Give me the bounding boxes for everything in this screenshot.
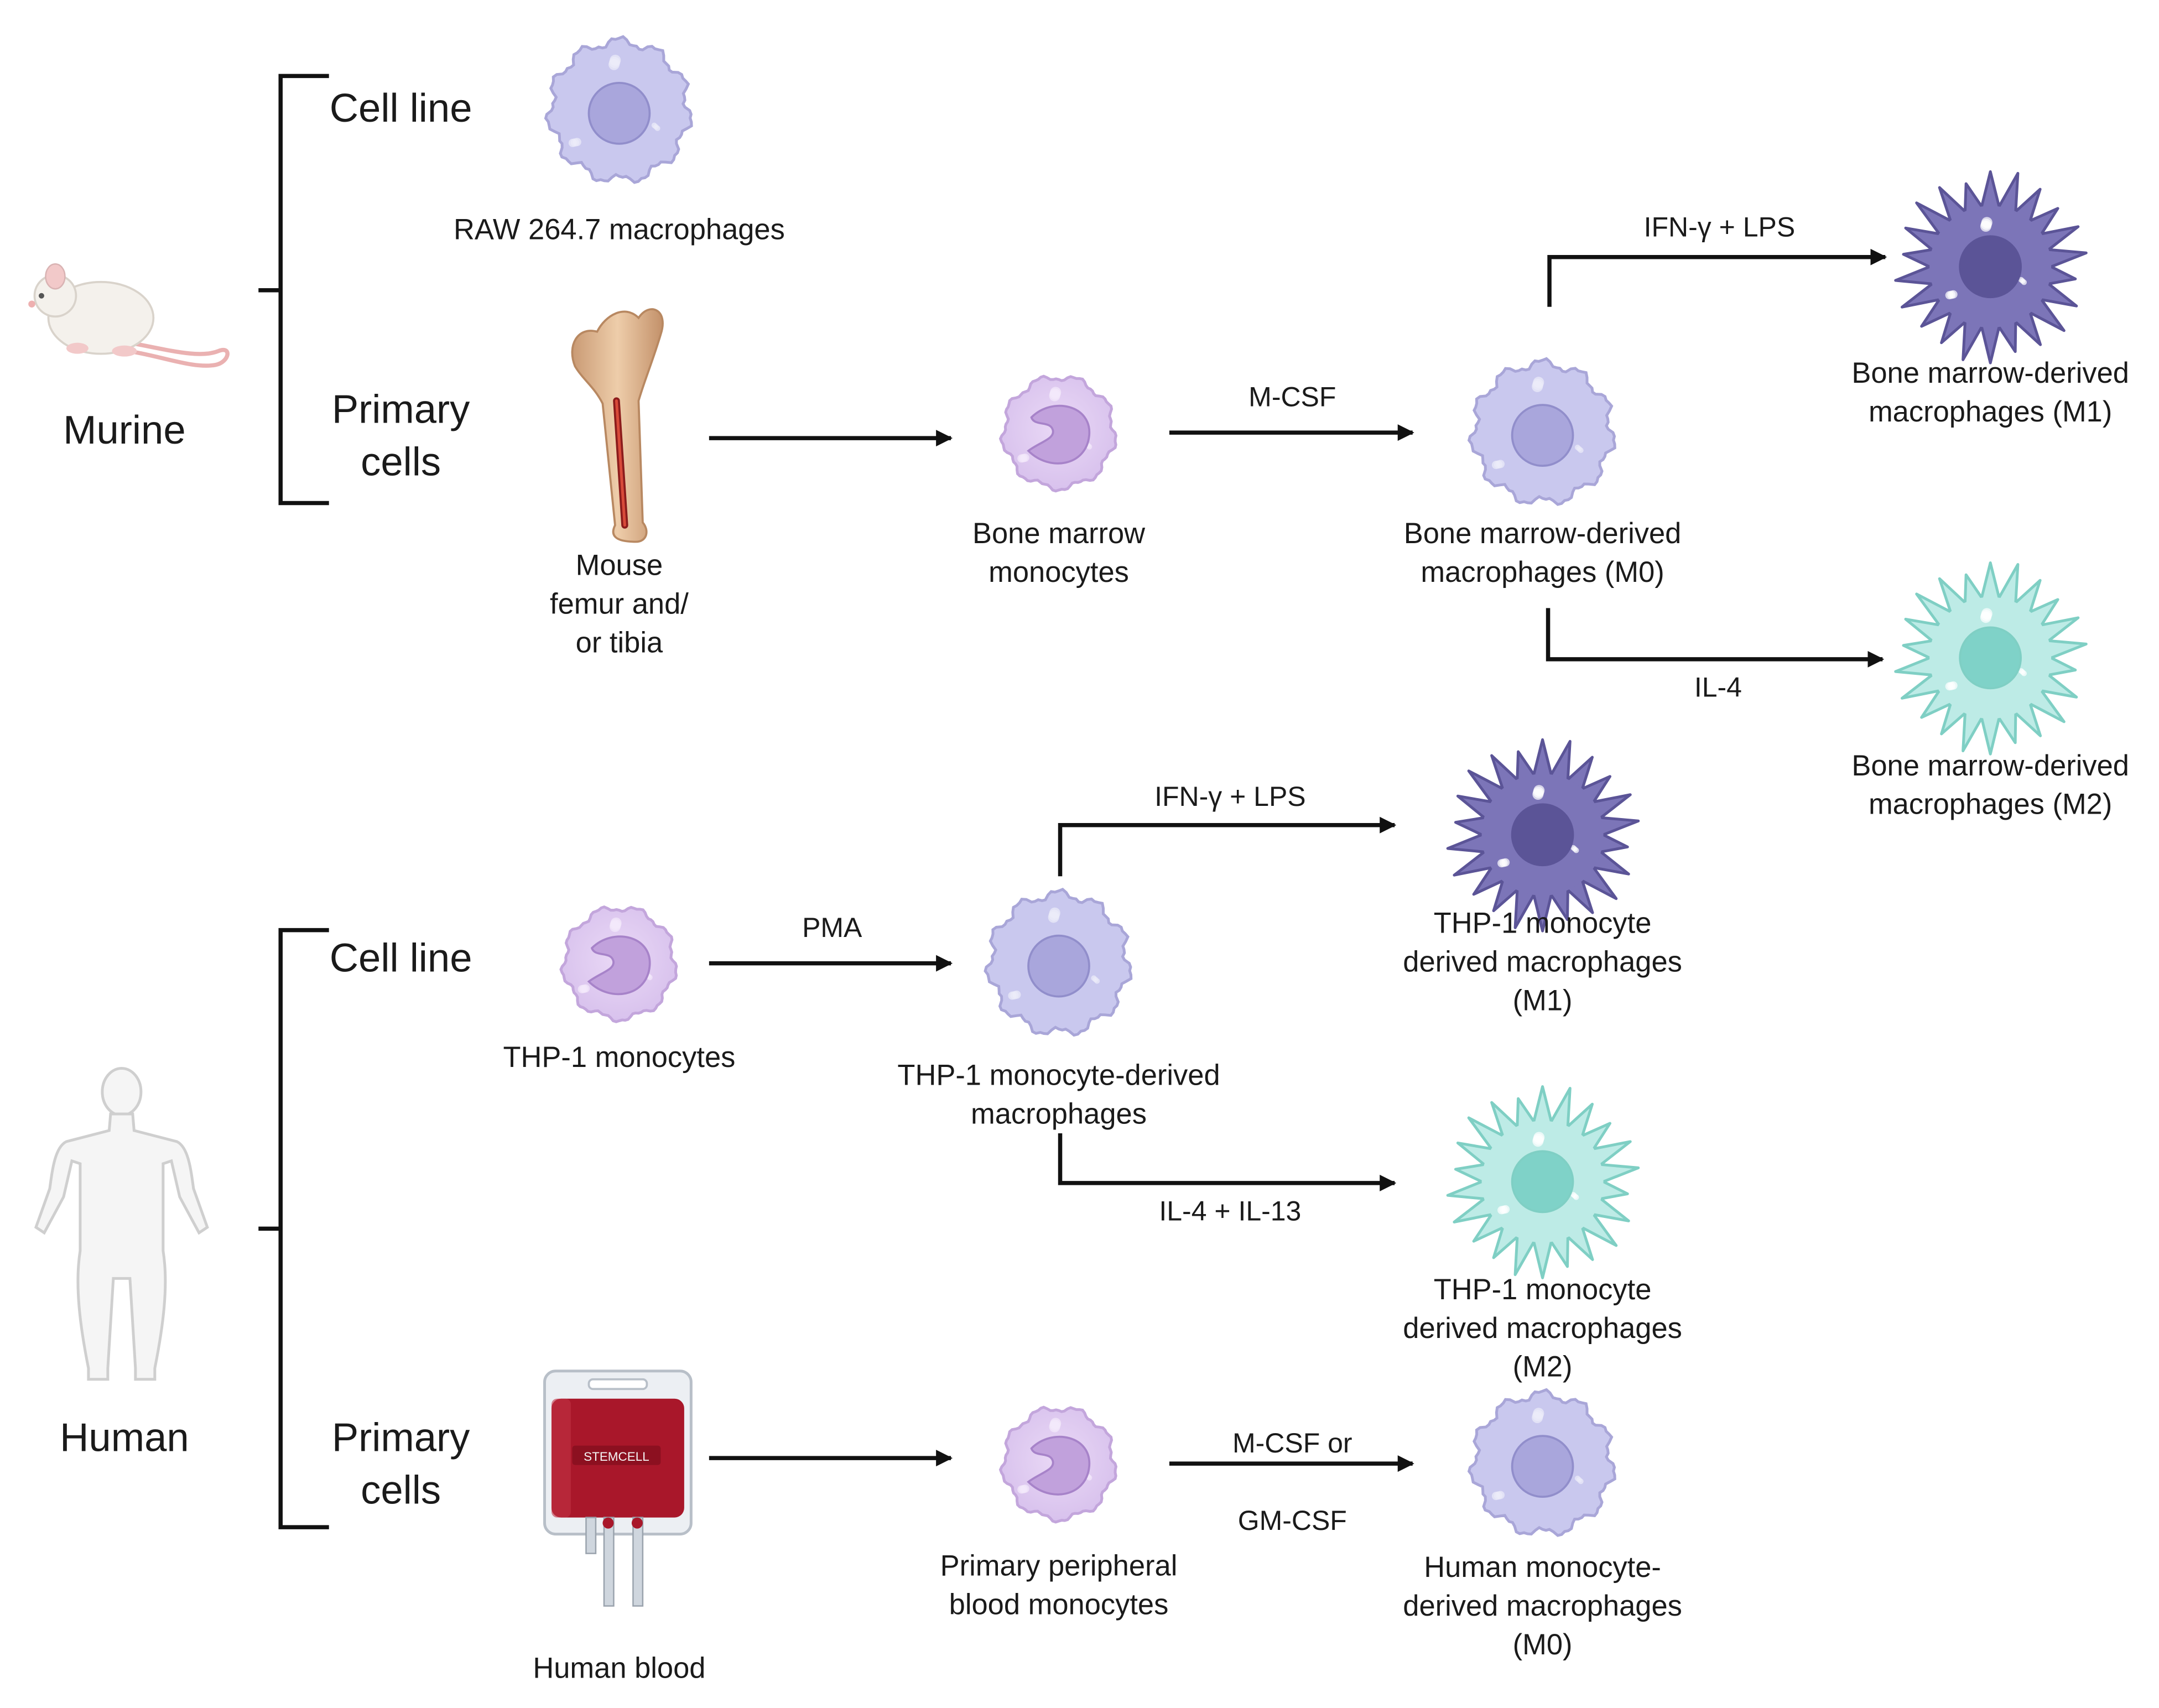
label-line: Human blood xyxy=(533,1653,706,1685)
thp1-macrophage-icon xyxy=(984,888,1133,1037)
human-m0-macrophage-icon xyxy=(1467,1388,1616,1537)
mouse-icon xyxy=(28,263,230,368)
human-primary-cells-label: Primary cells xyxy=(332,1413,470,1518)
thp1-monocyte-icon xyxy=(559,905,678,1023)
thp1-monocytes-label: THP-1 monocytes xyxy=(503,1039,735,1078)
bm-m2-arrow-label: IL-4 xyxy=(1694,673,1742,704)
mcsf-arrow-label: M-CSF xyxy=(1248,383,1336,414)
human-m0-label: Human monocyte-derived macrophages (M0) xyxy=(1403,1549,1682,1665)
label-line: cells xyxy=(361,1469,441,1514)
human-blood-label: Human blood xyxy=(533,1650,705,1689)
pb-monocyte-icon xyxy=(998,1405,1118,1524)
label-line: GM-CSF xyxy=(1237,1506,1347,1537)
murine-primary-cells-label: Primary cells xyxy=(332,384,470,490)
thp1-m2-arrow xyxy=(1058,1133,1397,1191)
thp1-macrophages-label: THP-1 monocyte-derived macrophages xyxy=(897,1058,1220,1135)
label-line: M-CSF or xyxy=(1232,1429,1352,1460)
thp1-m1-label: THP-1 monocyte derived macrophages (M1) xyxy=(1403,905,1682,1022)
label-line: macrophages (M0) xyxy=(1421,556,1664,589)
human-bracket xyxy=(258,928,329,1529)
thp1-m2-arrow-label: IL-4 + IL-13 xyxy=(1159,1196,1302,1227)
label-line: THP-1 monocyte xyxy=(1433,1274,1652,1306)
label-line: cells xyxy=(361,441,441,486)
murine-cell-line-label: Cell line xyxy=(329,87,472,132)
thp1-m1-macrophage-icon xyxy=(1446,738,1640,933)
label-line: Primary peripheral xyxy=(940,1550,1178,1583)
label-line: monocytes xyxy=(989,556,1129,589)
pb-monocytes-label: Primary peripheral blood monocytes xyxy=(940,1548,1178,1626)
label-line: blood monocytes xyxy=(949,1589,1169,1621)
label-line: Bone marrow-derived xyxy=(1403,518,1682,550)
label-line: THP-1 monocyte-derived xyxy=(897,1060,1220,1092)
raw-macrophage-icon xyxy=(544,35,693,184)
raw-macrophages-label: RAW 264.7 macrophages xyxy=(454,211,785,250)
thp1-m1-arrow xyxy=(1058,816,1397,877)
pma-arrow-label: PMA xyxy=(802,913,862,944)
thp1-m2-macrophage-icon xyxy=(1446,1085,1640,1279)
label-line: (M0) xyxy=(1512,1629,1573,1662)
bm-m1-arrow-label: IFN-γ + LPS xyxy=(1643,212,1796,243)
murine-bracket xyxy=(258,74,329,506)
blood-bag-icon: STEMCELL xyxy=(543,1369,693,1607)
label-line: RAW 264.7 macrophages xyxy=(453,214,785,246)
bone-marrow-monocyte-icon xyxy=(998,374,1118,493)
bm-m1-arrow xyxy=(1547,248,1887,307)
label-line: THP-1 monocyte xyxy=(1433,908,1652,940)
thp1-m2-label: THP-1 monocyte derived macrophages (M2) xyxy=(1403,1272,1682,1388)
label-line: Primary xyxy=(331,388,470,433)
label-line: macrophages (M1) xyxy=(1868,397,2113,429)
bm-m0-label: Bone marrow-derived macrophages (M0) xyxy=(1404,515,1682,593)
label-line: femur and/ xyxy=(550,589,689,621)
blood-bag-brand-label: STEMCELL xyxy=(584,1450,649,1464)
label-line: or tibia xyxy=(575,627,663,659)
bone-marrow-monocytes-label: Bone marrow monocytes xyxy=(972,515,1145,593)
mouse-femur-label: Mouse femur and/or tibia xyxy=(550,547,689,663)
label-line: Primary xyxy=(331,1417,470,1461)
bm-m1-macrophage-icon xyxy=(1894,170,2088,364)
human-body-icon xyxy=(34,1067,209,1381)
label-line: macrophages xyxy=(971,1098,1147,1131)
label-line: (M2) xyxy=(1512,1351,1573,1384)
bm-m0-macrophage-icon xyxy=(1467,357,1616,506)
human-label: Human xyxy=(60,1417,189,1461)
label-line: Human monocyte- xyxy=(1424,1552,1661,1584)
label-line: Bone marrow xyxy=(972,518,1146,550)
label-line: derived macrophages xyxy=(1403,1591,1682,1623)
murine-label: Murine xyxy=(63,409,186,454)
human-mcsf-arrow-label: M-CSF or GM-CSF xyxy=(1232,1405,1352,1560)
bm-m2-arrow xyxy=(1546,608,1885,668)
label-line: macrophages (M2) xyxy=(1868,789,2113,821)
bm-m2-label: Bone marrow-derived macrophages (M2) xyxy=(1851,748,2129,825)
label-line: Bone marrow-derived xyxy=(1851,358,2129,390)
label-line: derived macrophages xyxy=(1403,946,1682,979)
bm-m1-label: Bone marrow-derived macrophages (M1) xyxy=(1851,355,2129,433)
thp1-m1-arrow-label: IFN-γ + LPS xyxy=(1154,782,1306,813)
label-line: THP-1 monocytes xyxy=(503,1042,736,1074)
label-line: Mouse xyxy=(575,550,663,582)
human-cell-line-label: Cell line xyxy=(329,937,472,982)
bm-m2-macrophage-icon xyxy=(1894,561,2088,756)
label-line: (M1) xyxy=(1512,985,1573,1018)
cells-layer xyxy=(544,35,2088,1537)
label-line: Bone marrow-derived xyxy=(1851,750,2129,783)
label-line: derived macrophages xyxy=(1403,1313,1682,1345)
femur-bone-icon xyxy=(571,308,664,543)
